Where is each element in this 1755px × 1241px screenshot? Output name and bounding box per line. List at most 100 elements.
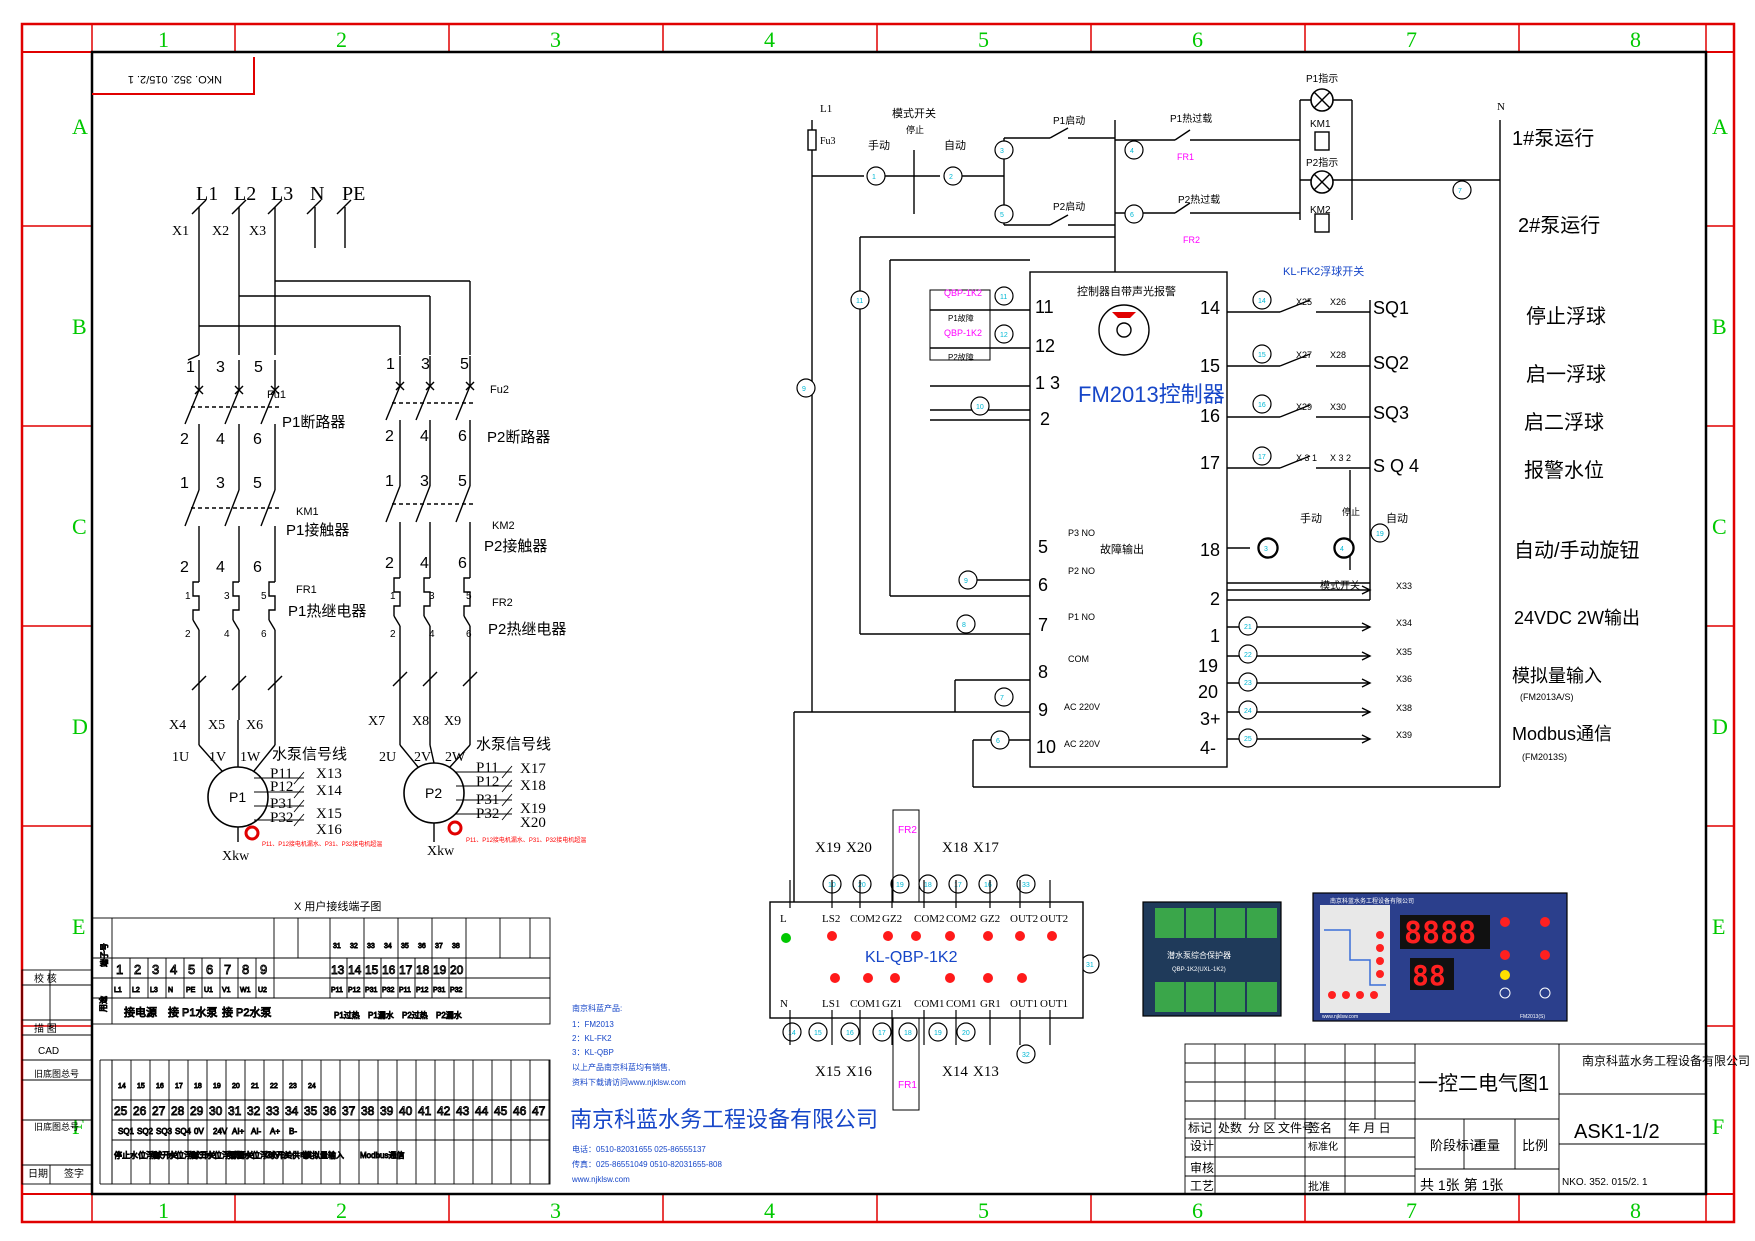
fs-mode-switch: 模式开关 xyxy=(1320,579,1360,592)
terminal2-sq: A+ xyxy=(270,1127,280,1136)
qbp-x16: X16 xyxy=(846,1064,872,1080)
p1-relay-label: P1热继电器 xyxy=(288,603,366,620)
tb-h1: 标记 xyxy=(1188,1121,1212,1135)
supply-n: N xyxy=(310,183,324,205)
p2-c-2: 2 xyxy=(385,555,394,572)
wire-node-number: 16 xyxy=(1258,402,1266,409)
terminal2-num: 43 xyxy=(456,1104,470,1118)
signal-slash xyxy=(293,799,305,813)
siren-lamp-icon xyxy=(1116,322,1132,338)
ctl-fu3: Fu3 xyxy=(820,136,836,147)
tb-h2: 处数 xyxy=(1218,1120,1242,1135)
ctl-manual: 手动 xyxy=(868,138,890,152)
terminal-num: 9 xyxy=(260,962,267,977)
terminal-use-p2: 接 P2水泵 xyxy=(222,1006,272,1019)
start-contact xyxy=(1049,127,1069,139)
wire-node xyxy=(1452,180,1472,200)
m1-x14: X14 xyxy=(316,783,342,799)
wire-node xyxy=(1016,1044,1036,1064)
terminal2-wire-number: 16 xyxy=(156,1083,164,1090)
qbp-led-red xyxy=(1047,931,1057,941)
terminal2-sq: SQ2 xyxy=(137,1127,154,1136)
p2-fault-label: P2故障 xyxy=(948,352,974,362)
wire-node xyxy=(1252,394,1272,414)
wire-node-number: 19 xyxy=(1376,531,1384,538)
km2-coil xyxy=(1314,213,1330,233)
p1-contactor-label: P1接触器 xyxy=(286,522,349,539)
qbp-led-red xyxy=(1015,931,1025,941)
panel-chart-line xyxy=(1324,929,1386,986)
wire-node-number: 15 xyxy=(814,1030,822,1037)
p2-c-1: 1 xyxy=(385,473,394,490)
terminal-x1: X1 xyxy=(172,224,189,239)
terminal2-use-24v: 24VDC供电 xyxy=(266,1150,308,1160)
terminal2-sq: SQ4 xyxy=(175,1127,192,1136)
wire-node-number: 4 xyxy=(1130,148,1134,155)
protector-panel: 潜水泵综合保护器 QBP-1K2(UXL-1K2) xyxy=(1142,901,1282,1017)
p2-r-2: 2 xyxy=(390,629,396,640)
zone-2-bottom: 2 xyxy=(336,1198,347,1223)
zone-a-left: A xyxy=(72,114,88,139)
qbp-led-red xyxy=(883,931,893,941)
zone-e-left: E xyxy=(72,914,85,939)
terminal-signal: N xyxy=(168,987,173,994)
wire-node xyxy=(872,1022,892,1042)
wire-node-number: 19 xyxy=(934,1030,942,1037)
fs-sq4: S Q 4 xyxy=(1373,456,1419,476)
m1-x13: X13 xyxy=(316,766,342,782)
panel-web: www.njklsw.com xyxy=(1322,1014,1358,1020)
qbp-bottom-terminal: GZ1 xyxy=(882,998,902,1010)
qbp-fr1-link xyxy=(892,1017,920,1111)
panel-leds xyxy=(1328,917,1551,999)
terminal2-num: 33 xyxy=(266,1104,280,1118)
tb-h6: 年 月 日 xyxy=(1348,1121,1391,1135)
float-contact xyxy=(1279,353,1311,367)
terminal-x3: X3 xyxy=(249,224,266,239)
zone-c-right: C xyxy=(1712,514,1727,539)
terminal2-frame xyxy=(111,1059,551,1185)
zone-7-bottom: 7 xyxy=(1406,1198,1417,1223)
wire-node-number: 17 xyxy=(1258,454,1266,461)
terminal-signal: P12 xyxy=(348,987,361,994)
signal-slash xyxy=(501,779,513,793)
motor2-signal-label: 水泵信号线 xyxy=(476,736,551,753)
p1-term-6: 6 xyxy=(253,431,262,448)
wire-node xyxy=(948,874,968,894)
qbp-x13: X13 xyxy=(973,1064,999,1080)
motor2-xkw: Xkw xyxy=(427,844,455,859)
terminal-num: 3 xyxy=(152,962,159,977)
wire-node xyxy=(990,730,1010,750)
wire-node xyxy=(1334,538,1354,558)
qbp-bottom-terminal: COM1 xyxy=(914,998,945,1010)
zone-b-right: B xyxy=(1712,314,1727,339)
terminal2-use-alarm: 报警水位浮球开关 xyxy=(228,1150,292,1160)
motor1-note: P11、P12接电机漏水、P31、P32接电机超温 xyxy=(262,840,382,848)
terminal-x4: X4 xyxy=(169,718,186,733)
ctrl-ac2: AC 220V xyxy=(1064,739,1100,749)
tb-craft: 工艺 xyxy=(1190,1179,1214,1193)
zone-4-top: 4 xyxy=(764,27,775,52)
p1-r-1: 1 xyxy=(185,591,191,602)
terminal2-num: 38 xyxy=(361,1104,375,1118)
ctl-p1-ind: P1指示 xyxy=(1306,72,1338,85)
lt-old2: 旧底图总号 xyxy=(34,1121,79,1132)
m2-x18: X18 xyxy=(520,778,546,794)
terminal-signal: P31 xyxy=(433,987,446,994)
terminal-signal: P11 xyxy=(399,987,411,994)
qbp-top-terminal: COM2 xyxy=(914,913,945,925)
p1-r-2: 2 xyxy=(185,629,191,640)
terminal-wire-number: 34 xyxy=(384,943,392,950)
tb-weight: 重量 xyxy=(1474,1138,1500,1153)
ctl-p1-overload: P1热过载 xyxy=(1170,112,1212,125)
ctl-mode-switch: 模式开关 xyxy=(892,106,936,120)
terminal2-sq: 0V xyxy=(194,1127,204,1136)
terminal2-num: 36 xyxy=(323,1104,337,1118)
info-line2: 1：FM2013 xyxy=(572,1020,614,1029)
terminal-use-p2-leak: P2漏水 xyxy=(436,1010,462,1020)
p2-r-1: 1 xyxy=(390,591,396,602)
rl-stop-float: 停止浮球 xyxy=(1526,305,1606,328)
tb-sheets: 共 1张 第 1张 xyxy=(1420,1177,1503,1193)
rl-modbus: Modbus通信 xyxy=(1512,724,1612,744)
p1-c-5: 5 xyxy=(253,475,262,492)
